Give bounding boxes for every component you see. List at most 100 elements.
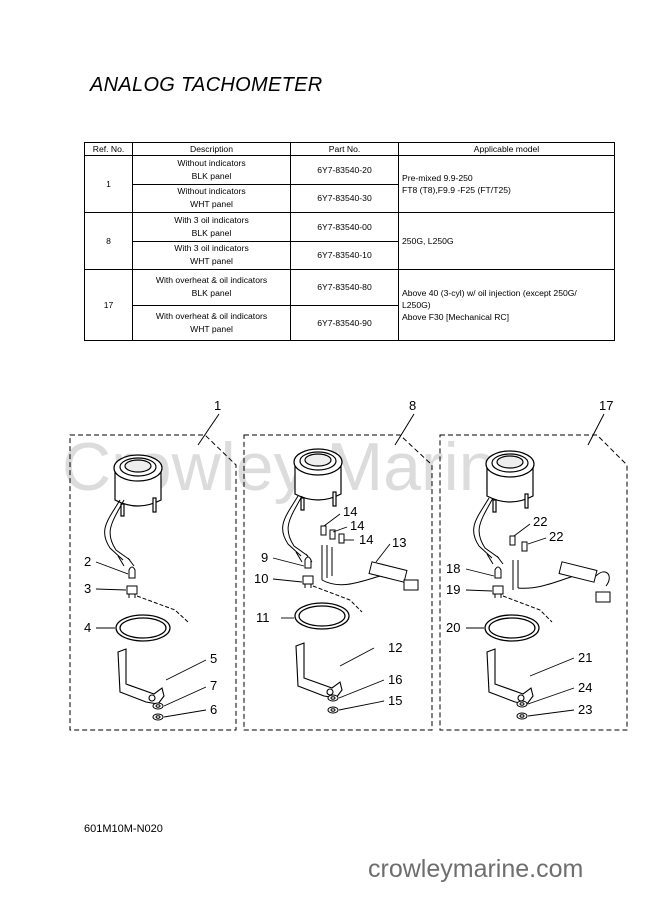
header-description: Description [132, 142, 291, 156]
table-row: 1 Without indicators BLK panel 6Y7-83540… [84, 155, 615, 213]
part-no-cell: 6Y7-83540-80 [290, 269, 399, 306]
table-row: With overheat & oil indicators WHT panel… [85, 304, 615, 341]
callout-19: 19 [446, 582, 460, 597]
model-line: Pre-mixed 9.9-250 [402, 173, 473, 183]
table-row: 17 With overheat & oil indicators BLK pa… [84, 269, 615, 341]
callout-21: 21 [578, 650, 592, 665]
panel-frame-8 [243, 434, 433, 731]
bulb-socket-icon [302, 575, 314, 589]
model-line: Above 40 (3-cyl) w/ oil injection (excep… [402, 288, 577, 298]
bulb-socket-icon [492, 585, 504, 599]
ref-no-cell: 8 [84, 212, 133, 270]
nut-icon [327, 706, 339, 714]
bracket-icon [486, 648, 534, 705]
callout-16: 16 [388, 672, 402, 687]
exploded-parts-diagram: Crowley Marine [62, 398, 628, 731]
table-row: Without indicators WHT panel 6Y7-83540-3… [85, 183, 615, 213]
gasket-ring-icon [115, 614, 171, 642]
indicator-bulb-icon [338, 533, 345, 544]
page-title: ANALOG TACHOMETER [90, 74, 323, 96]
callout-4: 4 [84, 620, 91, 635]
model-cell: Above 40 (3-cyl) w/ oil injection (excep… [398, 269, 615, 341]
description-line: WHT panel [190, 199, 233, 210]
description-cell: Without indicators BLK panel [132, 155, 291, 185]
model-line: Above F30 [Mechanical RC] [402, 312, 509, 322]
nut-icon [152, 713, 164, 721]
ref-no-cell: 1 [84, 155, 133, 213]
callout-6: 6 [210, 702, 217, 717]
callout-12: 12 [388, 640, 402, 655]
part-no-cell: 6Y7-83540-00 [290, 212, 399, 242]
description-line: BLK panel [191, 288, 232, 299]
part-no-cell: 6Y7-83540-10 [290, 240, 399, 270]
ref-no-cell: 17 [84, 269, 133, 341]
bracket-icon [117, 648, 165, 705]
diagram-code: 601M10M-N020 [84, 823, 163, 835]
description-line: With overheat & oil indicators [155, 310, 268, 321]
callout-2: 2 [84, 554, 91, 569]
description-line: With 3 oil indicators [174, 243, 249, 254]
connector-lead-icon [558, 561, 598, 583]
description-line: With 3 oil indicators [174, 214, 249, 225]
washer-icon [327, 694, 339, 702]
indicator-bulb-icon [521, 541, 528, 552]
description-line: With overheat & oil indicators [155, 275, 268, 286]
description-cell: With 3 oil indicators WHT panel [132, 240, 291, 270]
callout-20: 20 [446, 620, 460, 635]
callout-22b: 22 [549, 529, 563, 544]
coupler-icon [403, 579, 419, 591]
bracket-icon [295, 642, 343, 699]
panel-frame-17 [439, 434, 628, 731]
bulb-socket-icon [126, 585, 138, 599]
description-cell: With overheat & oil indicators BLK panel [132, 269, 291, 306]
description-line: BLK panel [191, 227, 232, 238]
callout-14c: 14 [359, 532, 373, 547]
model-line: 250G, L250G [402, 236, 454, 246]
part-no-cell: 6Y7-83540-90 [290, 304, 399, 341]
callout-13: 13 [392, 535, 406, 550]
footer-watermark: crowleymarine.com [368, 855, 584, 883]
callout-10: 10 [254, 571, 268, 586]
gasket-ring-icon [294, 602, 350, 630]
panel-frame-1 [69, 434, 237, 731]
wire-harness-icon [282, 495, 313, 563]
model-line: FT8 (T8),F9.9 -F25 (FT/T25) [402, 185, 511, 195]
callout-18: 18 [446, 561, 460, 576]
washer-icon [516, 700, 528, 708]
parts-table: Ref. No. Description Part No. Applicable… [84, 142, 615, 341]
description-cell: With 3 oil indicators BLK panel [132, 212, 291, 242]
bulb-icon [494, 566, 502, 579]
description-line: WHT panel [190, 256, 233, 267]
model-cell: 250G, L250G [398, 212, 615, 270]
lead-wire-icon [321, 575, 381, 586]
callout-11: 11 [256, 610, 270, 625]
description-cell: With overheat & oil indicators WHT panel [132, 304, 291, 341]
description-line: WHT panel [190, 323, 233, 334]
callout-24: 24 [578, 680, 592, 695]
table-row: With 3 oil indicators WHT panel 6Y7-8354… [85, 240, 615, 270]
callout-8-header: 8 [409, 398, 416, 413]
bulb-icon [128, 566, 136, 579]
wire-harness-icon [473, 497, 504, 565]
callout-14b: 14 [350, 518, 364, 533]
model-cell: Pre-mixed 9.9-250 FT8 (T8),F9.9 -F25 (FT… [398, 155, 615, 213]
connector-lead-icon [368, 561, 408, 583]
header-ref-no: Ref. No. [84, 142, 133, 156]
callout-22a: 22 [533, 514, 547, 529]
callout-15: 15 [388, 693, 402, 708]
callout-17-header: 17 [599, 398, 613, 413]
nut-icon [516, 712, 528, 720]
indicator-bulb-icon [509, 535, 516, 546]
indicator-bulb-icon [320, 525, 327, 536]
bulb-icon [304, 556, 312, 569]
callout-7: 7 [210, 678, 217, 693]
washer-icon [152, 702, 164, 710]
gasket-ring-icon [484, 614, 540, 642]
wire-harness-icon [104, 499, 135, 567]
coupler-icon [595, 591, 611, 603]
callout-9: 9 [261, 550, 268, 565]
description-cell: Without indicators WHT panel [132, 183, 291, 213]
description-line: Without indicators [177, 157, 246, 168]
indicator-bulb-icon [329, 529, 336, 540]
description-line: Without indicators [177, 186, 246, 197]
